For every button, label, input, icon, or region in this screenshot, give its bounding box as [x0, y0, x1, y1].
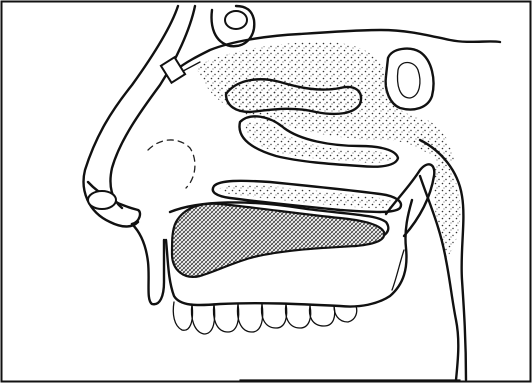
teeth-row [173, 302, 356, 334]
sphenoid-sinus-inner [398, 63, 420, 99]
pharynx-stipple [433, 156, 460, 258]
soft-palate [386, 164, 434, 236]
nostril-opening [88, 191, 116, 209]
lower-jaw-inner [392, 250, 404, 290]
nasal-bone-line [110, 6, 195, 208]
sphenoid-sinus [386, 49, 434, 110]
inferior-turbinate-fill [219, 185, 395, 209]
upper-lip [132, 224, 164, 304]
sinus-inner [225, 11, 247, 29]
dashed-outline [148, 140, 195, 188]
